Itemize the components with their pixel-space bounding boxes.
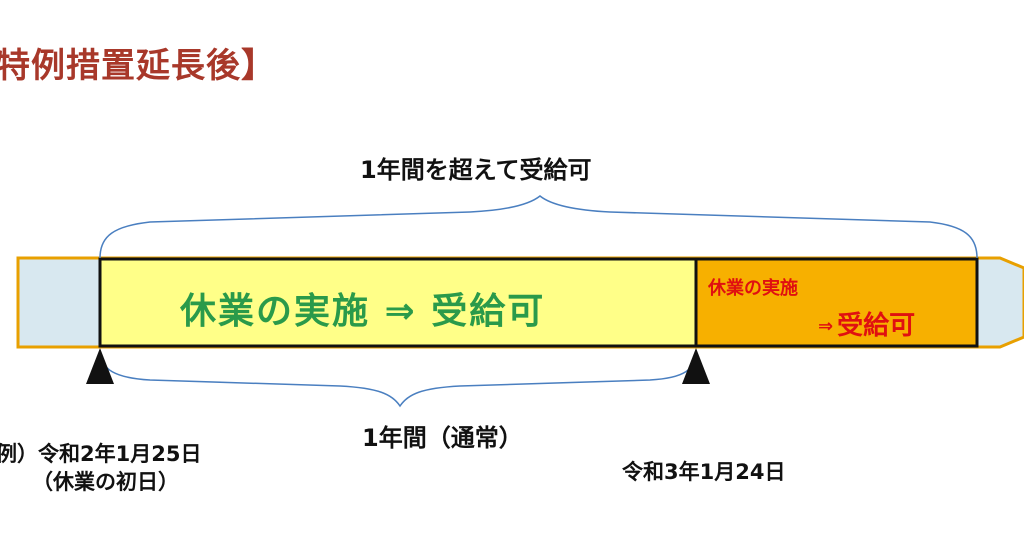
start-date-label: 例）令和2年1月25日 [0,442,202,466]
end-marker [682,348,710,384]
green-segment-label: 休業の実施 ⇒ 受給可 [180,291,546,332]
page-heading: 特例措置延長後】 [0,46,276,86]
start-marker [86,348,114,384]
top-period-label: 1年間を超えて受給可 [360,156,592,184]
green-segment [98,257,698,348]
bottom-brace [99,349,697,408]
orange-segment-label-line2: ⇒受給可 [818,305,915,342]
bottom-period-label: 1年間（通常） [362,424,523,452]
start-date-note: （休業の初日） [32,470,179,494]
orange-segment-result: 受給可 [837,311,916,341]
orange-segment-label-line1: 休業の実施 [708,278,798,299]
orange-segment [694,257,979,348]
top-brace [99,195,978,259]
end-date-label: 令和3年1月24日 [622,460,786,484]
arrow-icon: ⇒ [818,316,834,337]
